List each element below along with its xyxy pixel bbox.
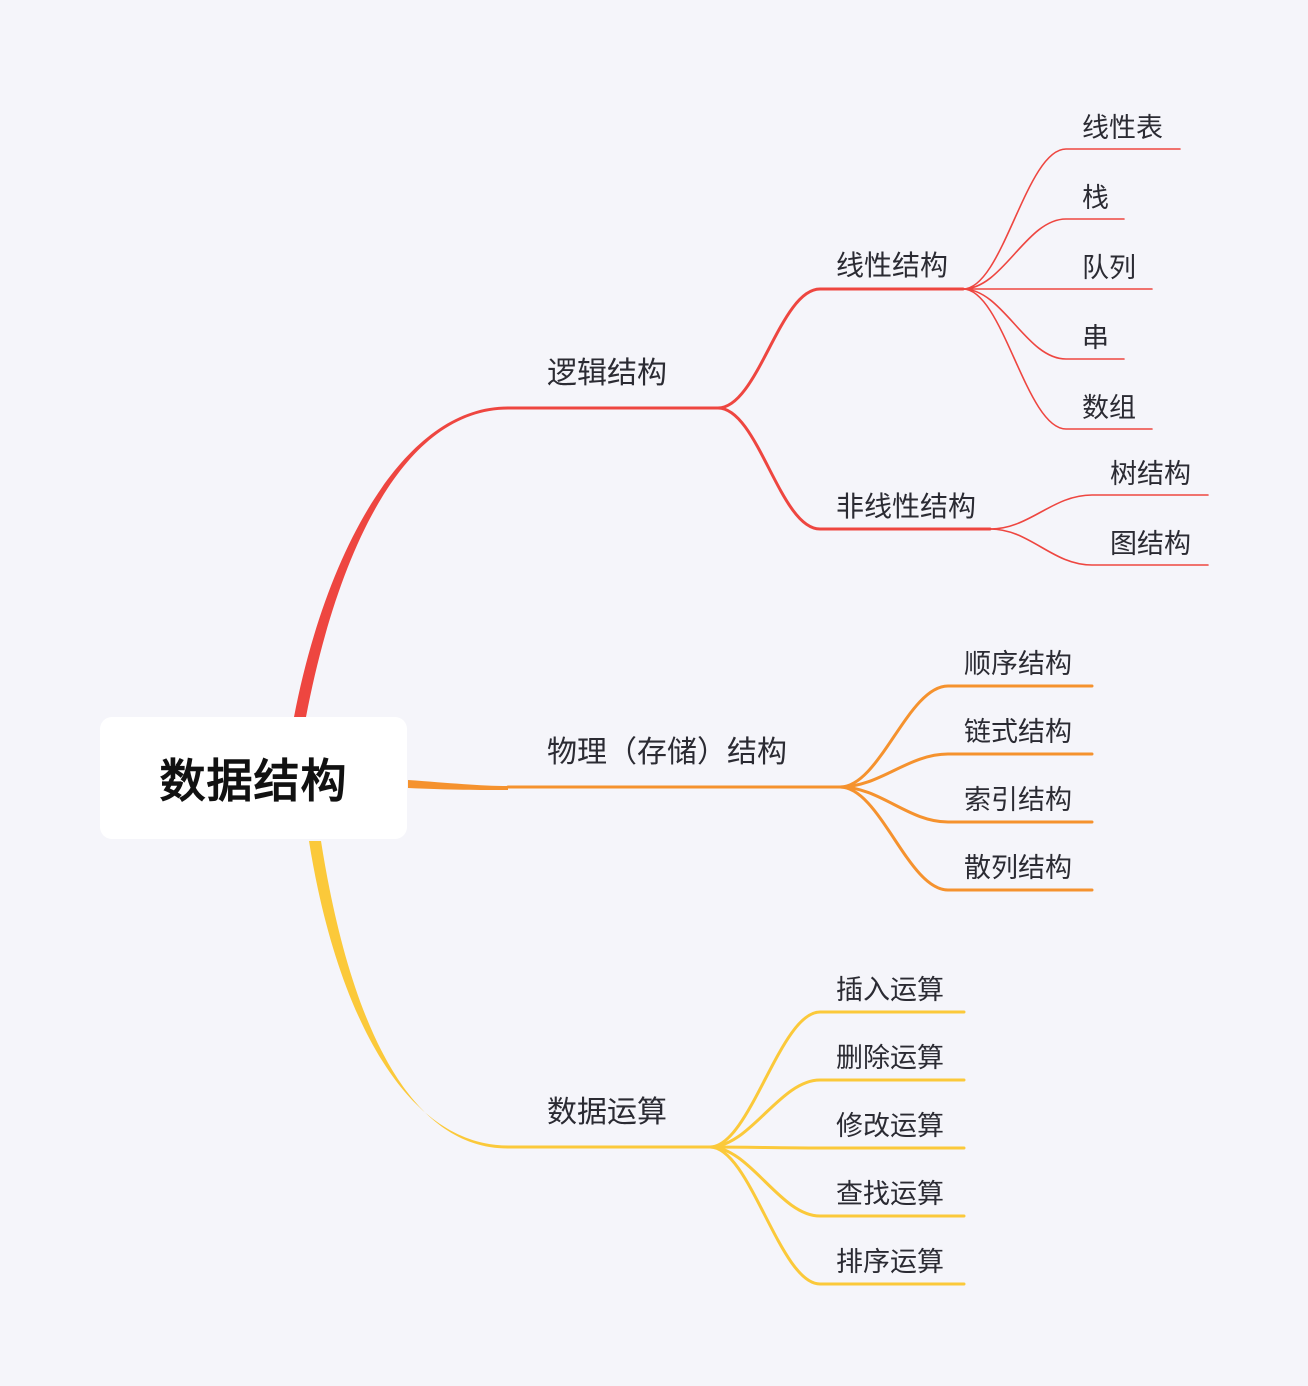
connector-storage-leaf-2 <box>838 785 1094 824</box>
node-linear-structure[interactable]: 线性结构 <box>836 249 949 282</box>
connector-ops-leaf-4 <box>708 1145 966 1286</box>
branch-ops-label[interactable]: 数据运算 <box>547 1095 667 1130</box>
connector-root-logic <box>294 406 508 717</box>
connector-nonlinear-leaf-1 <box>989 528 1209 566</box>
connector-linear-leaf-0 <box>962 148 1181 290</box>
connector-linear-leaf-4 <box>962 288 1153 430</box>
connector-storage-leaf-3 <box>838 785 1094 892</box>
connector-logic-linear <box>716 287 965 410</box>
root-node[interactable]: 数据结构 <box>100 717 407 839</box>
connector-linear-leaf-3 <box>962 288 1125 360</box>
leaf-sort[interactable]: 排序运算 <box>836 1247 944 1278</box>
leaf-insert[interactable]: 插入运算 <box>836 975 944 1006</box>
leaf-modify[interactable]: 修改运算 <box>836 1111 944 1142</box>
leaf-array[interactable]: 数组 <box>1082 393 1136 424</box>
branch-storage-label[interactable]: 物理（存储）结构 <box>547 735 787 770</box>
connector-ops-leaf-0 <box>708 1010 966 1149</box>
leaf-search[interactable]: 查找运算 <box>836 1179 944 1210</box>
leaf-queue[interactable]: 队列 <box>1082 253 1136 284</box>
leaf-sequential[interactable]: 顺序结构 <box>964 649 1072 680</box>
node-nonlinear-structure[interactable]: 非线性结构 <box>836 490 977 523</box>
leaf-tree[interactable]: 树结构 <box>1110 459 1191 490</box>
connector-linear-leaf-1 <box>962 218 1125 290</box>
connector-root-storage <box>408 780 508 790</box>
leaf-delete[interactable]: 删除运算 <box>836 1043 944 1074</box>
leaf-indexed[interactable]: 索引结构 <box>964 785 1072 816</box>
leaf-hashed[interactable]: 散列结构 <box>964 853 1072 884</box>
root-label: 数据结构 <box>159 754 348 808</box>
connector-root-ops <box>309 841 508 1149</box>
connector-ops-leaf-3 <box>708 1145 966 1218</box>
connector-storage-leaf-0 <box>838 684 1094 789</box>
leaf-linear-list[interactable]: 线性表 <box>1082 113 1163 144</box>
leaf-graph[interactable]: 图结构 <box>1110 529 1191 560</box>
connector-nonlinear-leaf-0 <box>989 494 1209 530</box>
connector-logic-nonlinear <box>716 406 992 531</box>
leaf-string[interactable]: 串 <box>1082 323 1109 354</box>
connector-ops-leaf-1 <box>708 1078 966 1149</box>
connector-ops-leaf-2 <box>708 1145 966 1150</box>
connector-storage-leaf-1 <box>838 752 1094 789</box>
branch-logic-label[interactable]: 逻辑结构 <box>547 356 667 391</box>
leaf-linked[interactable]: 链式结构 <box>964 717 1072 748</box>
leaf-stack[interactable]: 栈 <box>1082 183 1109 214</box>
